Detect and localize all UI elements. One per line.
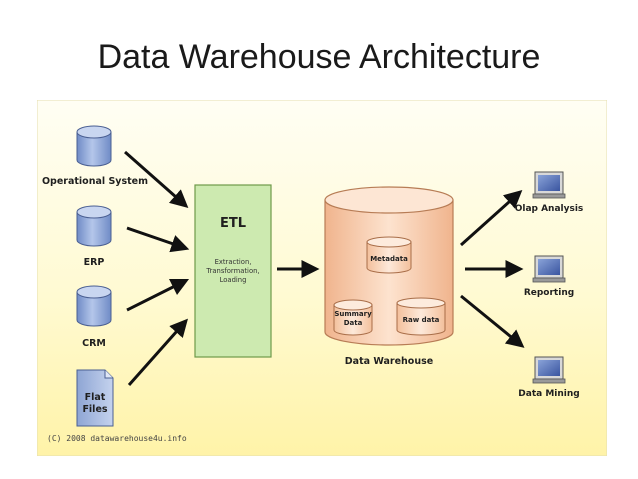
database-icon	[76, 205, 112, 247]
etl-desc-line-1: Extraction,	[215, 258, 252, 266]
output-label: Data Mining	[518, 389, 579, 399]
output-olap-analysis: Olap Analysis	[515, 171, 584, 214]
source-label: Operational System	[42, 176, 148, 187]
output-reporting: Reporting	[524, 255, 574, 298]
computer-icon	[532, 171, 566, 199]
copyright-notice: (C) 2008 datawarehouse4u.info	[47, 434, 187, 443]
etl-box: ETL Extraction, Transformation, Loading	[194, 184, 272, 358]
output-label: Olap Analysis	[515, 204, 584, 214]
architecture-diagram: Operational System ERP CRM Flat Files	[37, 100, 607, 456]
output-label: Reporting	[524, 288, 574, 298]
computer-icon	[532, 255, 566, 283]
source-label-line-1: Flat	[85, 392, 106, 403]
data-warehouse-cylinder: Metadata Summary Data Raw data	[324, 186, 454, 346]
warehouse-label: Data Warehouse	[345, 356, 433, 367]
metadata-label: Metadata	[370, 255, 408, 263]
summary-label-line-1: Summary	[334, 310, 372, 318]
arrow-flatfiles-to-etl	[127, 318, 188, 386]
source-label: ERP	[84, 257, 105, 268]
diagram-background	[37, 100, 607, 456]
source-operational-system: Operational System	[42, 125, 148, 187]
source-crm: CRM	[76, 285, 112, 349]
source-label-line-2: Files	[82, 404, 107, 415]
arrow-erp-to-etl	[126, 226, 190, 253]
output-data-mining: Data Mining	[518, 356, 580, 399]
arrow-operational-to-etl	[124, 150, 189, 208]
arrow-to-olap	[459, 189, 523, 247]
computer-icon	[532, 356, 566, 384]
raw-data-store: Raw data	[396, 297, 446, 336]
etl-desc-line-3: Loading	[220, 276, 247, 284]
etl-title: ETL	[220, 216, 246, 231]
source-label: CRM	[82, 338, 106, 349]
metadata-store: Metadata	[366, 236, 412, 274]
arrow-to-mining	[460, 294, 525, 348]
arrow-crm-to-etl	[126, 278, 190, 312]
etl-desc-line-2: Transformation,	[205, 267, 259, 275]
document-icon	[76, 369, 114, 427]
summary-label-line-2: Data	[344, 319, 363, 327]
source-flat-files: Flat Files	[76, 369, 114, 427]
database-icon	[76, 125, 112, 167]
source-erp: ERP	[76, 205, 112, 268]
raw-data-label: Raw data	[403, 316, 440, 324]
output-arrows	[459, 189, 525, 348]
database-icon	[76, 285, 112, 327]
summary-data-store: Summary Data	[333, 299, 373, 336]
slide-title: Data Warehouse Architecture	[97, 38, 541, 76]
source-arrows	[124, 150, 190, 386]
